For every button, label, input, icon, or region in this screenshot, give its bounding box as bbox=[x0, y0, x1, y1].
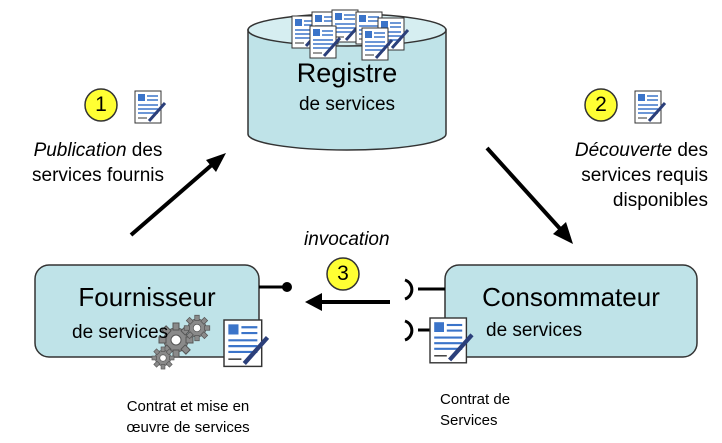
step-3-number: 3 bbox=[337, 262, 349, 285]
discovery-arrow bbox=[485, 146, 573, 244]
provider-caption-line2: œuvre de services bbox=[126, 419, 250, 436]
consumer-contract-icon bbox=[430, 318, 472, 363]
publication-arrow bbox=[129, 153, 226, 237]
step-2-document-icon bbox=[633, 89, 667, 125]
provider-interface-connector bbox=[259, 282, 292, 292]
discovery-italic: Découverte bbox=[574, 140, 673, 161]
invocation-arrow bbox=[305, 293, 390, 311]
discovery-line3: disponibles bbox=[612, 190, 708, 211]
consumer-caption-line2: Services bbox=[440, 412, 498, 429]
provider-caption-line1: Contrat et mise en bbox=[126, 398, 250, 415]
publication-rest: des bbox=[126, 140, 163, 161]
step-3-badge bbox=[326, 257, 360, 291]
provider-caption: Contrat et mise en œuvre de services bbox=[88, 396, 288, 438]
consumer-box bbox=[444, 264, 698, 358]
step-2-badge bbox=[584, 88, 618, 122]
publication-line2: services fournis bbox=[32, 165, 164, 186]
provider-subtitle: de services bbox=[72, 322, 169, 343]
step-2-number: 2 bbox=[595, 93, 607, 116]
discovery-line2: services requis bbox=[581, 165, 708, 186]
discovery-label: Découverte des services requis disponibl… bbox=[500, 138, 708, 213]
registry-subtitle: de services bbox=[298, 94, 396, 115]
step-1-number: 1 bbox=[95, 93, 107, 116]
invocation-label: invocation bbox=[304, 229, 390, 250]
consumer-caption: Contrat de Services bbox=[440, 389, 510, 431]
step-1-document-icon bbox=[133, 89, 167, 125]
discovery-rest: des bbox=[672, 140, 708, 161]
step-1-badge bbox=[84, 88, 118, 122]
consumer-caption-line1: Contrat de bbox=[440, 391, 511, 408]
publication-italic: Publication bbox=[33, 140, 127, 161]
provider-title: Fournisseur bbox=[78, 282, 216, 312]
consumer-title: Consommateur bbox=[482, 282, 660, 312]
publication-label: Publication des services fournis bbox=[10, 138, 186, 188]
registry-title: Registre bbox=[296, 58, 398, 88]
provider-contract-icon bbox=[224, 320, 268, 366]
consumer-subtitle: de services bbox=[486, 320, 583, 341]
